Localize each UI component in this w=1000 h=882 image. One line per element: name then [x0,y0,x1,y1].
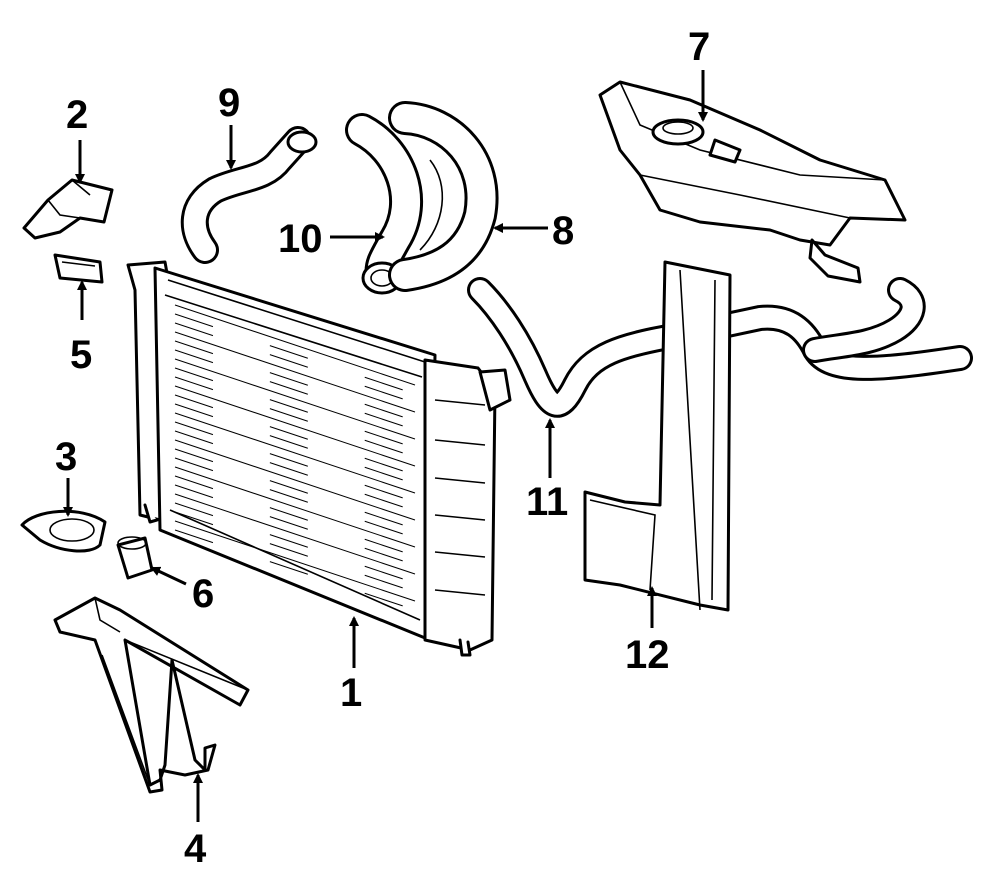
callout-2: 2 [66,93,88,137]
expansion-tank [598,80,907,284]
lower-support [53,596,250,794]
radiator-fins [174,304,416,611]
callout-11: 11 [526,480,568,524]
leader-lines [63,70,708,822]
bushing [116,536,154,580]
callout-8: 8 [552,209,574,253]
bypass-hose [467,277,973,418]
callout-5: 5 [70,333,92,377]
radiator [126,260,512,657]
upper-bracket [22,178,114,240]
callout-12: 12 [625,633,670,677]
isolator [53,253,104,284]
callout-3: 3 [55,435,77,479]
callout-6: 6 [192,572,214,616]
upper-hose [180,126,318,264]
callout-1: 1 [340,671,362,715]
clamp [20,509,107,553]
leader-6 [150,566,187,586]
air-baffle [583,260,732,612]
callout-4: 4 [184,827,207,871]
callout-10: 10 [278,217,323,261]
callout-7: 7 [688,25,710,69]
callout-labels: 1 2 3 4 5 6 7 8 9 10 11 12 [55,25,710,871]
callout-9: 9 [218,81,240,125]
lower-hose-8 [388,101,499,292]
